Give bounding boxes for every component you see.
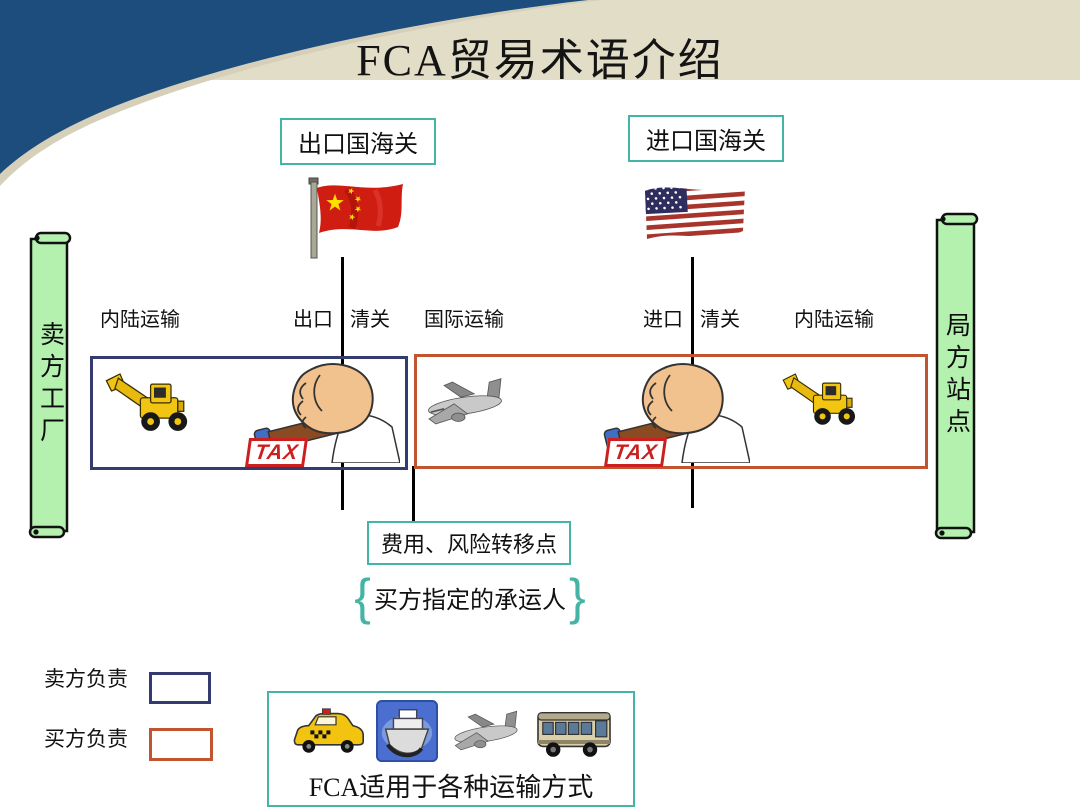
- carrier-note: { 买方指定的承运人 }: [330, 572, 610, 622]
- tax-label-export: TAX: [244, 438, 309, 467]
- legend-seller-label: 卖方负责: [44, 667, 128, 691]
- transport-modes-box: FCA适用于各种运输方式: [267, 691, 635, 807]
- buyer-site-scroll: 局方站点: [932, 212, 980, 540]
- corner-swoosh-shape: [0, 0, 602, 186]
- us-flag-icon: [645, 187, 745, 239]
- airplane-icon: [428, 378, 502, 425]
- bus-icon: [537, 711, 611, 757]
- seller-responsibility-box: [90, 356, 408, 470]
- airplane-icon: [454, 710, 518, 751]
- legend-seller-swatch: [149, 672, 211, 704]
- carrier-label: 买方指定的承运人: [374, 587, 566, 614]
- ship-icon: [376, 700, 438, 763]
- taxi-icon: [293, 708, 364, 753]
- transport-icons-row: [269, 695, 633, 769]
- stage-inland-left: 内陆运输: [100, 309, 180, 331]
- import-customs-label: 进口国海关: [628, 115, 784, 162]
- tax-stamp-fist-icon: [253, 363, 400, 463]
- scroll-shape: [934, 212, 979, 540]
- china-flag-icon: [308, 177, 403, 259]
- buyer-responsibility-box: [414, 354, 928, 469]
- transfer-point-connector-line: [412, 466, 415, 523]
- right-brace: }: [569, 569, 586, 625]
- scroll-shape: [28, 231, 72, 539]
- page-title: FCA贸易术语介绍: [356, 36, 724, 85]
- stage-export-clearance: 清关: [350, 309, 390, 331]
- seller-factory-label: 卖方工厂: [36, 321, 64, 449]
- buyer-site-label: 局方站点: [942, 312, 970, 440]
- export-customs-label: 出口国海关: [280, 118, 436, 165]
- stage-export: 出口: [293, 309, 333, 331]
- legend-buyer-swatch: [149, 728, 213, 761]
- stage-import-clearance: 清关: [700, 309, 740, 331]
- legend-buyer-label: 买方负责: [44, 727, 128, 751]
- transfer-point-label: 费用、风险转移点: [367, 521, 572, 565]
- wheel-loader-icon: [105, 373, 188, 431]
- seller-factory-scroll: 卖方工厂: [27, 231, 73, 539]
- transport-modes-caption: FCA适用于各种运输方式: [308, 773, 594, 802]
- wheel-loader-icon: [782, 373, 856, 425]
- stage-inland-right: 内陆运输: [794, 309, 874, 331]
- stage-international: 国际运输: [424, 309, 504, 331]
- tax-label-import: TAX: [603, 438, 668, 467]
- left-brace: {: [354, 569, 371, 625]
- stage-import: 进口: [643, 309, 683, 331]
